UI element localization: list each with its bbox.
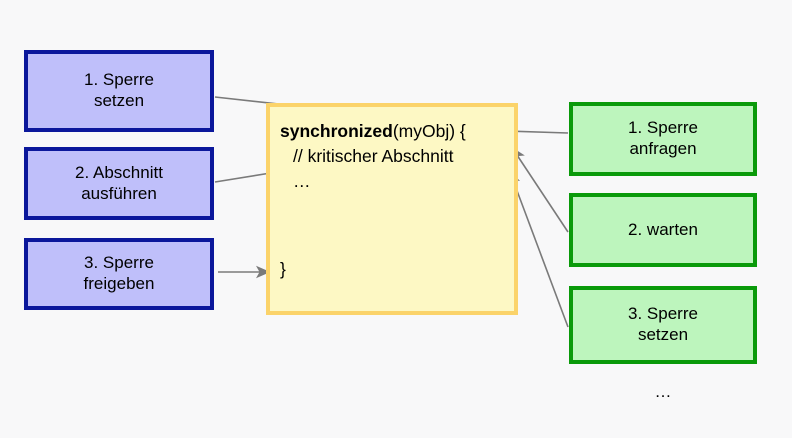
arrow-right2-to-code	[511, 146, 569, 233]
left-step-2-line1: 2. Abschnitt	[75, 162, 163, 182]
code-line-closing-brace: }	[280, 259, 286, 279]
code-line-ellipsis: …	[293, 170, 311, 191]
left-step-1[interactable]: 1. Sperre setzen	[24, 50, 214, 132]
left-step-2[interactable]: 2. Abschnitt ausführen	[24, 147, 214, 220]
left-step-3-line1: 3. Sperre	[84, 253, 154, 273]
left-step-1-line2: setzen	[93, 91, 145, 110]
right-step-1[interactable]: 1. Sperre anfragen	[569, 102, 757, 176]
left-step-2-line2: ausführen	[81, 183, 157, 203]
left-step-3-line2: freigeben	[83, 274, 155, 293]
right-column-trailing-ellipsis: …	[654, 382, 672, 401]
right-step-1-line2: anfragen	[629, 139, 697, 158]
code-line-signature: synchronized(myObj) {	[280, 119, 466, 144]
keyword-synchronized: synchronized	[280, 121, 393, 141]
right-step-3[interactable]: 3. Sperre setzen	[569, 286, 757, 364]
right-step-2-line1: 2. warten	[628, 219, 698, 239]
right-step-2[interactable]: 2. warten	[569, 193, 757, 267]
right-step-3-line1: 3. Sperre	[628, 304, 698, 324]
right-step-3-line2: setzen	[637, 325, 689, 344]
left-step-1-line1: 1. Sperre	[84, 70, 154, 90]
code-line-comment: // kritischer Abschnitt	[293, 145, 454, 166]
right-step-1-line1: 1. Sperre	[628, 118, 698, 138]
arrow-right3-to-code	[508, 169, 569, 328]
left-step-3[interactable]: 3. Sperre freigeben	[24, 238, 214, 310]
code-signature-rest: (myObj) {	[392, 121, 466, 141]
synchronized-code-block[interactable]: synchronized(myObj) { // kritischer Absc…	[266, 103, 518, 315]
